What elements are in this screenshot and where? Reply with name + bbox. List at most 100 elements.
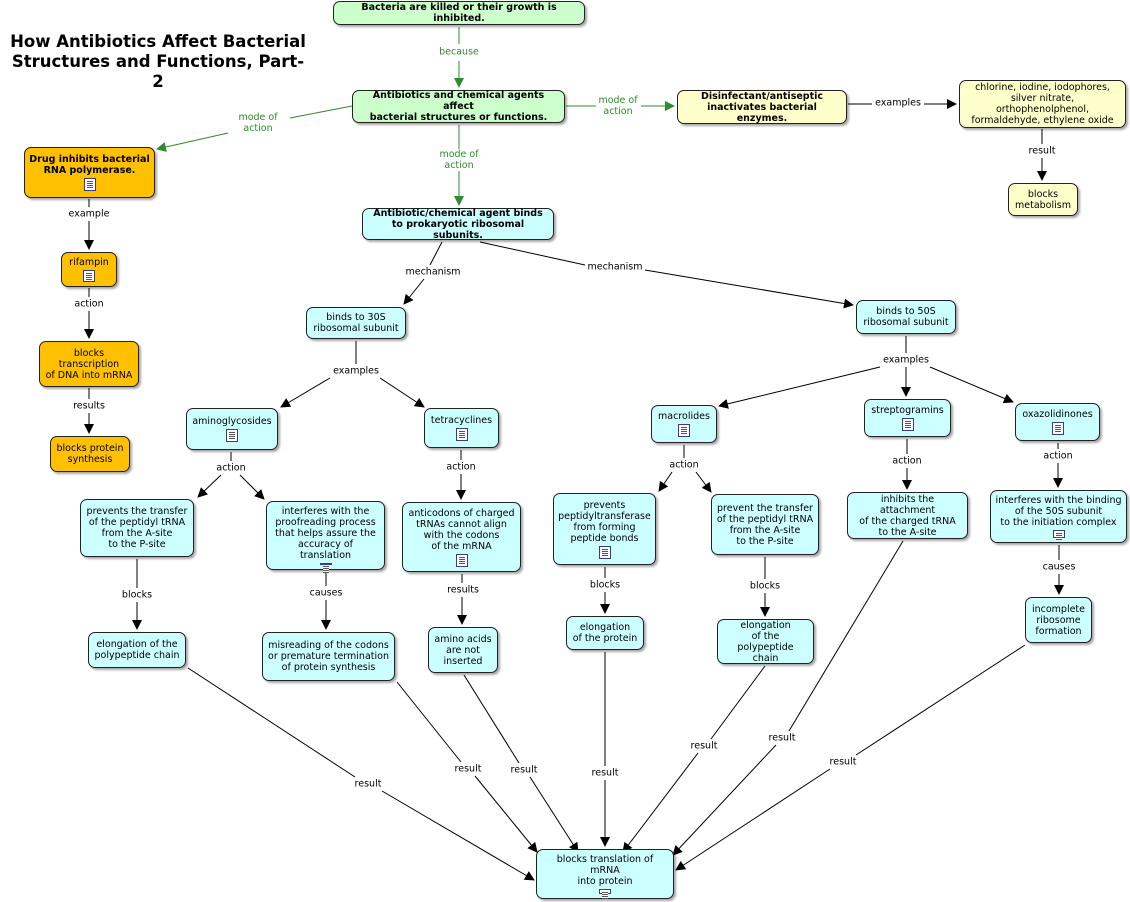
node-text: blocks metabolism: [1015, 188, 1071, 211]
node-text: binds to 30S ribosomal subunit: [313, 312, 399, 334]
link-label: results: [71, 400, 107, 412]
node-interferes-proofreading[interactable]: interferes with the proofreading process…: [266, 501, 385, 573]
edge-r5-1: [710, 665, 766, 740]
node-blocks-translation[interactable]: blocks translation of mRNA into protein: [536, 849, 674, 899]
node-disinfectant[interactable]: Disinfectant/antiseptic inactivates bact…: [677, 90, 847, 124]
node-incomplete-ribosome[interactable]: incomplete ribosome formation: [1025, 597, 1092, 643]
node-text: interferes with the proofreading process…: [275, 506, 376, 561]
document-icon[interactable]: [83, 270, 95, 282]
node-amino-acids[interactable]: amino acids are not inserted: [428, 627, 498, 673]
node-bacteria-killed[interactable]: Bacteria are killed or their growth is i…: [333, 1, 585, 25]
node-text: elongation of the polypeptide chain: [94, 639, 180, 661]
document-icon[interactable]: [1051, 422, 1064, 435]
node-text: anticodons of charged tRNAs cannot align…: [408, 507, 515, 552]
link-label: examples: [873, 97, 923, 109]
node-streptogramins[interactable]: streptogramins: [864, 399, 951, 437]
node-text: prevents peptidyltransferase from formin…: [558, 499, 651, 544]
node-interferes-binding[interactable]: interferes with the binding of the 50S s…: [990, 490, 1127, 543]
link-label: mode of action: [437, 149, 481, 171]
node-text: aminoglycosides: [192, 416, 272, 427]
link-label: result: [352, 778, 384, 790]
document-icon[interactable]: [226, 429, 238, 442]
node-binds-30s[interactable]: binds to 30S ribosomal subunit: [306, 307, 406, 339]
node-text: Antibiotics and chemical agents affect b…: [369, 90, 548, 123]
page-title: How Antibiotics Affect Bacterial Structu…: [10, 32, 306, 91]
node-text: incomplete ribosome formation: [1031, 603, 1086, 637]
link-label: mechanism: [403, 266, 463, 278]
document-icon[interactable]: [455, 553, 468, 567]
edge-r2-2: [474, 775, 538, 853]
node-misreading[interactable]: misreading of the codons or premature te…: [262, 632, 395, 681]
link-label: causes: [1040, 561, 1078, 573]
node-oxazolidinones[interactable]: oxazolidinones: [1015, 403, 1100, 441]
node-rna-polymerase[interactable]: Drug inhibits bacterial RNA polymerase.: [24, 147, 155, 198]
node-binds-50s[interactable]: binds to 50S ribosomal subunit: [856, 300, 956, 334]
edge-mech-30-2: [403, 278, 425, 305]
node-elongation-protein[interactable]: elongation of the protein: [566, 616, 644, 650]
document-icon[interactable]: [319, 563, 332, 573]
node-chlorine-examples[interactable]: chlorine, iodine, iodophores, silver nit…: [959, 80, 1126, 128]
document-icon[interactable]: [901, 418, 914, 431]
node-prevents-transfer[interactable]: prevents the transfer of the peptidyl tR…: [80, 499, 194, 557]
document-icon[interactable]: [678, 424, 690, 437]
link-label: result: [589, 767, 621, 779]
node-text: Drug inhibits bacterial RNA polymerase.: [29, 154, 150, 176]
node-text: elongation of the protein: [572, 622, 638, 644]
document-icon[interactable]: [599, 889, 611, 899]
link-label: mechanism: [585, 261, 645, 273]
link-label: examples: [881, 354, 931, 366]
edge-r2-1: [396, 681, 462, 763]
link-label: action: [214, 462, 248, 474]
edge-ex50-4: [929, 366, 1014, 404]
link-label: blocks: [119, 589, 155, 601]
edge-mech-50-1: [479, 241, 586, 266]
node-elongation-polypeptide[interactable]: elongation of the polypeptide chain: [88, 632, 186, 668]
node-text: tetracyclines: [430, 415, 493, 426]
document-icon[interactable]: [1052, 530, 1065, 540]
node-text: rifampin: [69, 257, 109, 268]
link-label: result: [827, 756, 859, 768]
node-text: Antibiotic/chemical agent binds to proka…: [373, 207, 543, 241]
link-label: result: [766, 732, 798, 744]
edge-act-ma-3: [695, 471, 712, 493]
node-blocks-protein-synthesis[interactable]: blocks protein synthesis: [50, 436, 130, 472]
link-label: example: [66, 208, 112, 220]
node-elongation-polypeptide-2[interactable]: elongation of the polypeptide chain: [717, 619, 814, 664]
node-text: prevent the transfer of the peptidyl tRN…: [716, 502, 814, 547]
edge-moa-left-1: [289, 105, 353, 119]
node-rifampin[interactable]: rifampin: [61, 252, 117, 287]
edge-r3-1: [463, 674, 520, 764]
node-text: blocks protein synthesis: [56, 443, 124, 465]
node-prevents-peptidyltransferase[interactable]: prevents peptidyltransferase from formin…: [553, 493, 656, 565]
edge-ex50-2: [718, 366, 881, 409]
link-label: action: [444, 461, 478, 473]
node-prevent-transfer-2[interactable]: prevent the transfer of the peptidyl tRN…: [711, 494, 819, 555]
document-icon[interactable]: [455, 428, 468, 441]
document-icon[interactable]: [83, 178, 96, 191]
node-tetracyclines[interactable]: tetracyclines: [424, 408, 499, 448]
node-text: elongation of the polypeptide chain: [737, 619, 794, 664]
node-text: blocks translation of mRNA into protein: [556, 854, 654, 887]
node-anticodons[interactable]: anticodons of charged tRNAs cannot align…: [402, 502, 521, 572]
node-blocks-transcription[interactable]: blocks transcription of DNA into mRNA: [39, 341, 139, 387]
edge-mech-30-1: [429, 241, 443, 266]
edge-act-ma-2: [658, 471, 673, 492]
node-antibiotics-agents[interactable]: Antibiotics and chemical agents affect b…: [352, 90, 565, 123]
node-macrolides[interactable]: macrolides: [651, 405, 717, 443]
link-label: results: [445, 584, 481, 596]
node-text: streptogramins: [871, 405, 944, 416]
edge-r7-2: [675, 768, 831, 871]
node-inhibits-attachment[interactable]: inhibits the attachment of the charged t…: [847, 492, 968, 539]
document-icon[interactable]: [598, 545, 611, 559]
link-label: result: [688, 740, 720, 752]
edge-r1-1: [187, 667, 356, 778]
link-label: mode of action: [596, 95, 640, 117]
node-text: oxazolidinones: [1022, 409, 1093, 420]
edge-r6-1: [788, 540, 904, 732]
node-aminoglycosides[interactable]: aminoglycosides: [186, 408, 278, 450]
link-label: action: [890, 455, 924, 467]
node-binds-ribosome[interactable]: Antibiotic/chemical agent binds to proka…: [362, 207, 554, 241]
node-blocks-metabolism[interactable]: blocks metabolism: [1008, 183, 1078, 216]
edge-mech-50-2: [644, 269, 854, 309]
node-text: binds to 50S ribosomal subunit: [863, 306, 949, 328]
